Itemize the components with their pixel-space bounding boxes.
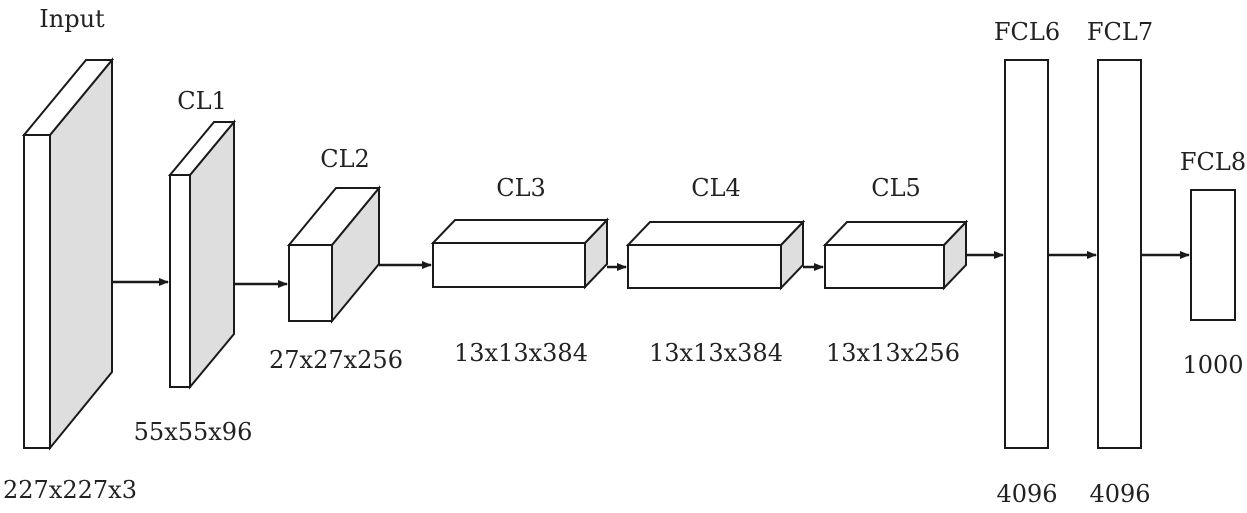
layer-cl2-size: 27x27x256 bbox=[269, 346, 403, 374]
layer-cl2-name: CL2 bbox=[320, 145, 370, 173]
layer-cl5-size: 13x13x256 bbox=[826, 339, 960, 367]
layer-cl1-size: 55x55x96 bbox=[134, 418, 253, 446]
layer-fcl8-name: FCL8 bbox=[1180, 148, 1246, 176]
layer-fcl8-box bbox=[1190, 189, 1236, 321]
layer-cl5 bbox=[822, 219, 969, 291]
layer-cl4 bbox=[625, 219, 806, 291]
layer-fcl6-size: 4096 bbox=[996, 480, 1057, 508]
layer-cl4-front bbox=[627, 244, 782, 289]
layer-cl1-name: CL1 bbox=[177, 87, 227, 115]
layer-cl4-name: CL4 bbox=[691, 174, 741, 202]
layer-cl2-front bbox=[288, 244, 333, 322]
layer-fcl7-size: 4096 bbox=[1089, 480, 1150, 508]
layer-input-name: Input bbox=[39, 5, 105, 33]
layer-cl1 bbox=[167, 119, 237, 390]
layer-input-front bbox=[23, 134, 51, 449]
layer-fcl6-box bbox=[1004, 59, 1049, 449]
layer-cl5-front bbox=[824, 244, 945, 289]
layer-input bbox=[21, 57, 115, 451]
layer-cl3 bbox=[430, 217, 610, 290]
layer-fcl7-box bbox=[1097, 59, 1142, 449]
layer-cl1-front bbox=[169, 174, 191, 388]
layer-cl2 bbox=[286, 185, 382, 324]
layer-cl4-size: 13x13x384 bbox=[649, 339, 783, 367]
layer-cl5-name: CL5 bbox=[871, 174, 921, 202]
layer-cl5-top bbox=[822, 221, 969, 246]
layer-cl4-top bbox=[625, 221, 806, 246]
layer-cl3-top bbox=[430, 219, 610, 244]
layer-cl3-front bbox=[432, 242, 586, 288]
layer-input-size: 227x227x3 bbox=[3, 476, 137, 504]
layer-fcl6-name: FCL6 bbox=[994, 18, 1060, 46]
layer-cl3-size: 13x13x384 bbox=[454, 339, 588, 367]
layer-cl3-name: CL3 bbox=[496, 174, 546, 202]
layer-fcl7-name: FCL7 bbox=[1087, 18, 1153, 46]
layer-fcl8-size: 1000 bbox=[1182, 351, 1243, 379]
